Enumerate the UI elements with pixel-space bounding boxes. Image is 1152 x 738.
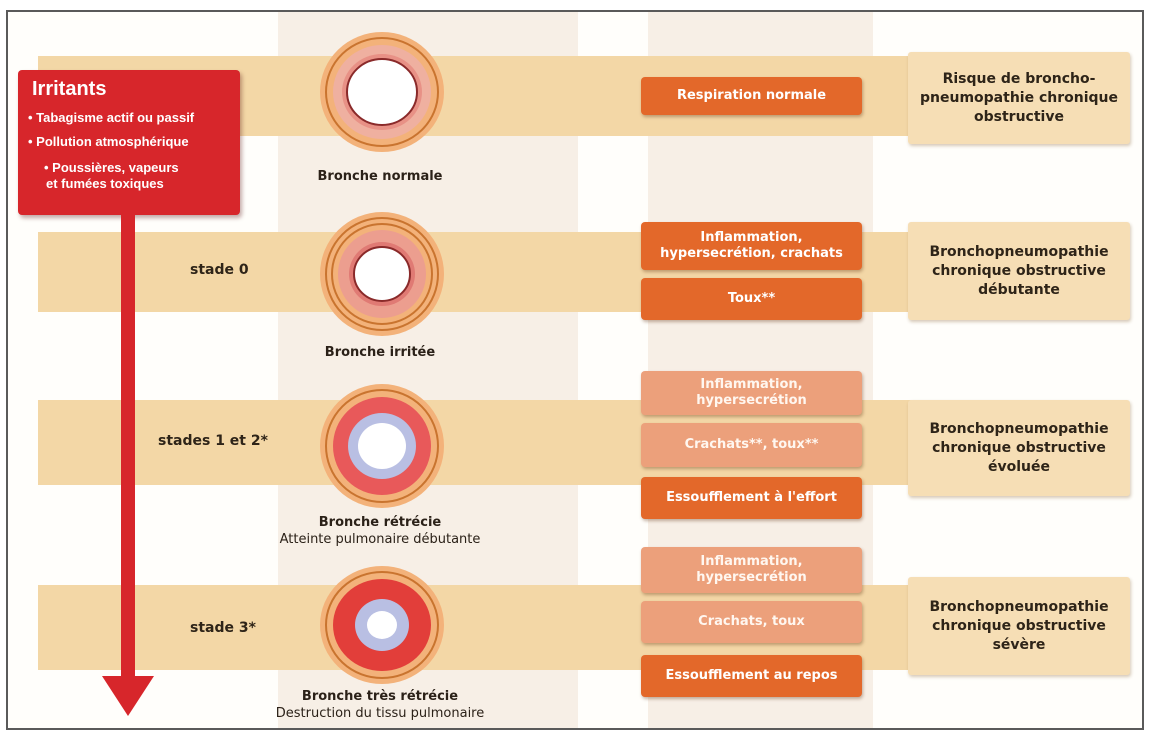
bronchus-very-narrowed-image [318, 563, 448, 687]
bronchus-caption-normal: Bronche normale [230, 168, 530, 185]
irritants-box: Irritants • Tabagisme actif ou passif • … [18, 70, 240, 215]
symptom-label: Inflammation,hypersecrétion, crachats [660, 230, 843, 262]
symptom-label: Inflammation,hypersecrétion [696, 377, 807, 409]
irritant-item: • Tabagisme actif ou passif [28, 110, 194, 126]
bronchus-caption-title: Bronche très rétrécie [230, 688, 530, 705]
symptom-box: Crachats, toux [641, 601, 862, 643]
bronchus-caption-subtitle: Atteinte pulmonaire débutante [230, 531, 530, 548]
stage-label-0: stade 0 [190, 262, 249, 278]
symptom-box: Toux** [641, 278, 862, 320]
irritants-title: Irritants [32, 78, 106, 101]
symptom-box: Essoufflement à l'effort [641, 477, 862, 519]
diagnosis-line: évoluée [929, 458, 1108, 477]
symptom-label: Respiration normale [677, 88, 826, 104]
symptom-label: Toux** [728, 291, 775, 307]
irritant-item: et fumées toxiques [46, 176, 164, 192]
diagnosis-box: Bronchopneumopathie chronique obstructiv… [908, 222, 1130, 320]
symptom-box: Inflammation,hypersecrétion [641, 547, 862, 593]
symptom-box: Inflammation,hypersecrétion [641, 371, 862, 415]
symptom-label: Crachats**, toux** [685, 437, 819, 453]
bronchus-irritated-image [318, 208, 448, 340]
stage-label-3: stade 3* [190, 620, 256, 636]
symptom-label: Essoufflement au repos [666, 668, 838, 684]
symptom-label: Essoufflement à l'effort [666, 490, 837, 506]
diagnosis-line: chronique obstructive [929, 262, 1108, 281]
diagnosis-line: Bronchopneumopathie [929, 243, 1108, 262]
diagnosis-line: obstructive [920, 108, 1118, 127]
bronchus-caption-irritated: Bronche irritée [230, 344, 530, 361]
symptom-box: Crachats**, toux** [641, 423, 862, 467]
diagnosis-line: Bronchopneumopathie [929, 420, 1108, 439]
irritant-item: • Pollution atmosphérique [28, 134, 189, 150]
symptom-box: Essoufflement au repos [641, 655, 862, 697]
bronchus-caption-title: Bronche irritée [230, 344, 530, 361]
diagnosis-line: Bronchopneumopathie [929, 598, 1108, 617]
irritant-item: • Poussières, vapeurs [44, 160, 179, 176]
diagnosis-line: chronique obstructive [929, 617, 1108, 636]
bronchus-caption-title: Bronche normale [230, 168, 530, 185]
diagnosis-line: Risque de broncho- [920, 70, 1118, 89]
bronchus-normal-image [318, 28, 448, 158]
progression-arrow [100, 214, 160, 719]
symptom-box: Inflammation,hypersecrétion, crachats [641, 222, 862, 270]
diagnosis-line: sévère [929, 636, 1108, 655]
diagnosis-box: Bronchopneumopathie chronique obstructiv… [908, 577, 1130, 675]
stage-label-1-2: stades 1 et 2* [158, 433, 268, 449]
diagnosis-line: pneumopathie chronique [920, 89, 1118, 108]
symptom-label: Inflammation,hypersecrétion [696, 554, 807, 586]
bronchus-narrowed-image [318, 380, 448, 512]
symptom-label: Crachats, toux [698, 614, 805, 630]
bronchus-caption-very-narrowed: Bronche très rétrécie Destruction du tis… [230, 688, 530, 722]
symptom-box: Respiration normale [641, 77, 862, 115]
bronchus-caption-subtitle: Destruction du tissu pulmonaire [230, 705, 530, 722]
diagnosis-line: chronique obstructive [929, 439, 1108, 458]
bronchus-caption-narrowed: Bronche rétrécie Atteinte pulmonaire déb… [230, 514, 530, 548]
diagnosis-box: Risque de broncho- pneumopathie chroniqu… [908, 52, 1130, 144]
diagnosis-box: Bronchopneumopathie chronique obstructiv… [908, 400, 1130, 496]
diagnosis-line: débutante [929, 281, 1108, 300]
bronchus-caption-title: Bronche rétrécie [230, 514, 530, 531]
